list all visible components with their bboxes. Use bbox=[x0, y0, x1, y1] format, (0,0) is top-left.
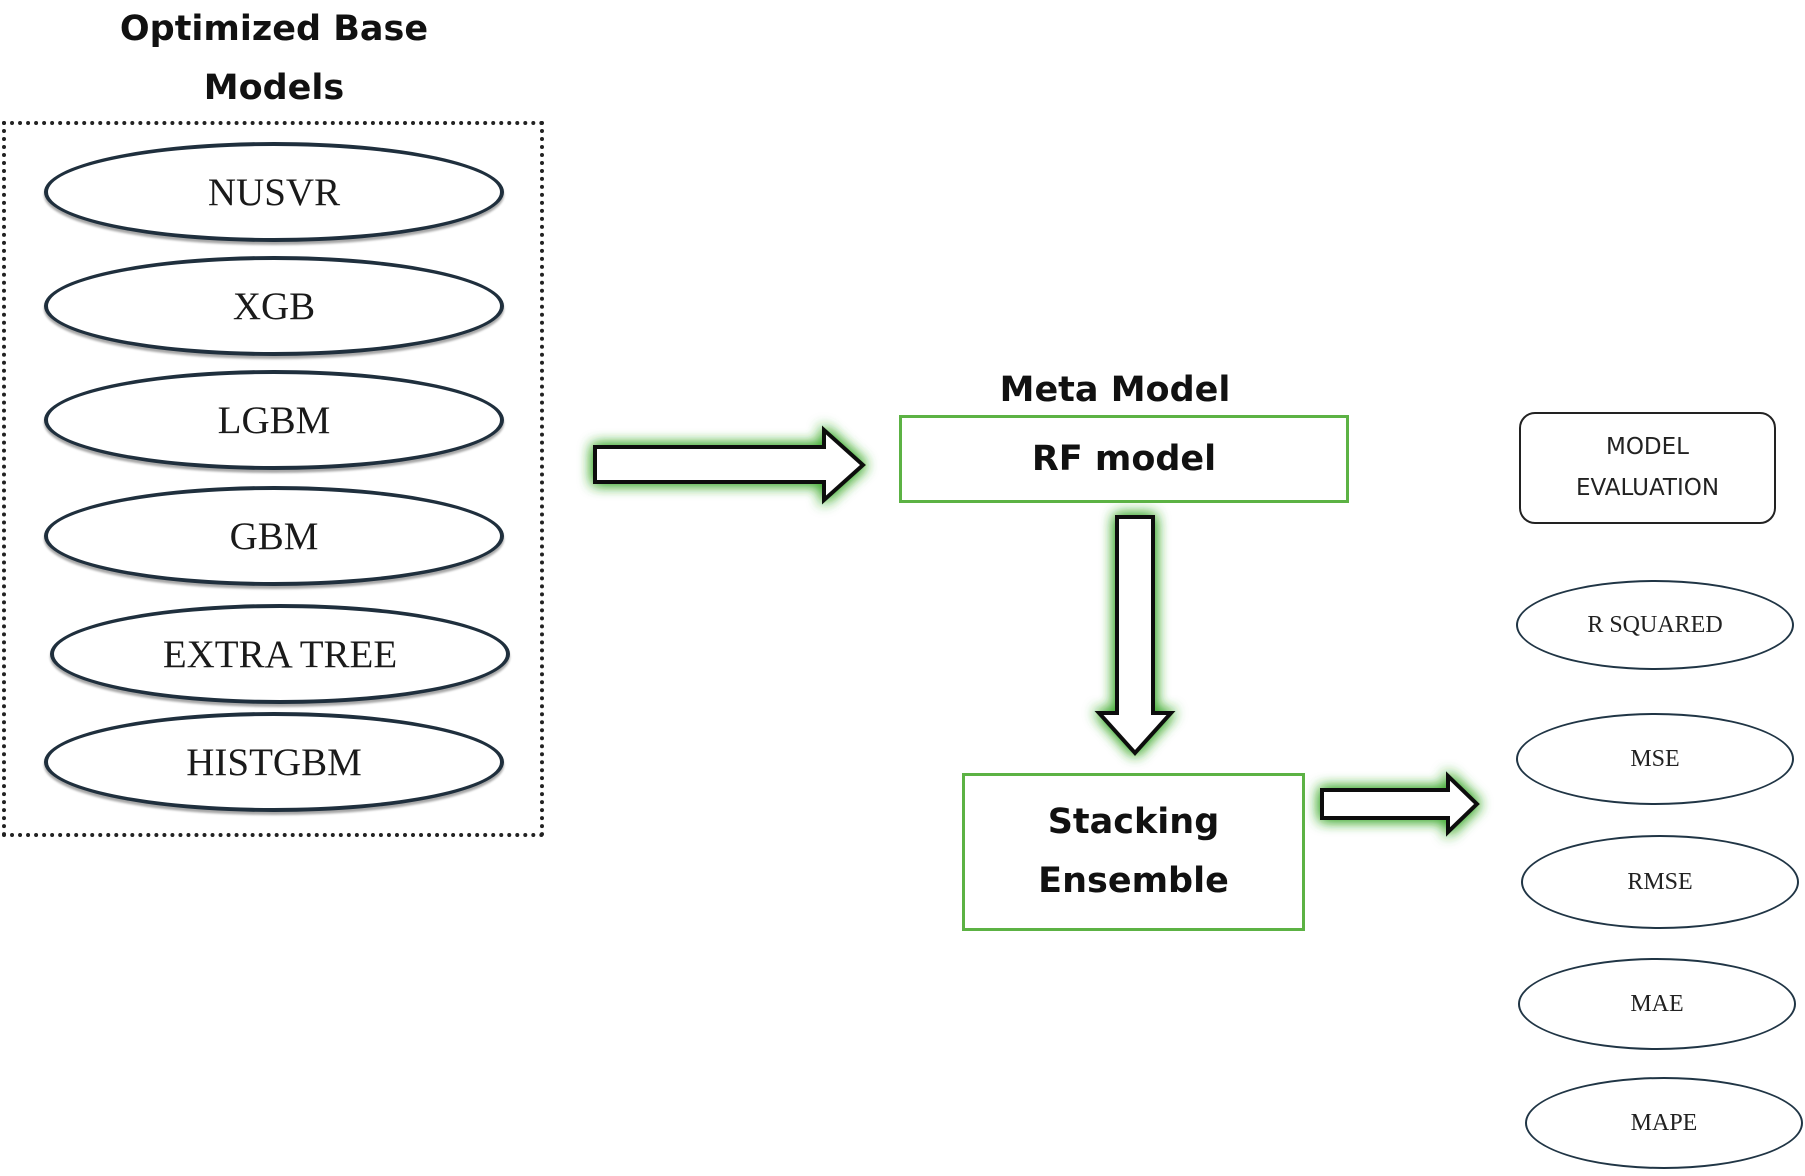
metric-mse: MSE bbox=[1516, 713, 1794, 805]
arrow-to-stacking-ensemble bbox=[1094, 515, 1176, 756]
base-model-extra-tree: EXTRA TREE bbox=[50, 604, 510, 704]
rf-model-box: RF model bbox=[899, 415, 1349, 503]
metric-rmse: RMSE bbox=[1521, 835, 1799, 929]
arrow-to-meta-model bbox=[593, 425, 866, 505]
stacking-ensemble-box: Stacking Ensemble bbox=[962, 773, 1305, 931]
meta-model-title: Meta Model bbox=[999, 370, 1231, 410]
base-models-group bbox=[2, 121, 544, 837]
metric-mape: MAPE bbox=[1525, 1077, 1803, 1169]
base-model-histgbm: HISTGBM bbox=[44, 712, 504, 812]
rf-model-label: RF model bbox=[1031, 439, 1217, 479]
base-model-nusvr: NUSVR bbox=[44, 142, 504, 242]
arrow-to-evaluation bbox=[1320, 771, 1480, 837]
model-evaluation-box: MODEL EVALUATION bbox=[1519, 412, 1776, 524]
metric-r-squared: R SQUARED bbox=[1516, 580, 1794, 670]
stacking-ensemble-label: Stacking Ensemble bbox=[1038, 802, 1229, 901]
base-models-title: Optimized Base Models bbox=[119, 9, 429, 108]
base-model-gbm: GBM bbox=[44, 486, 504, 586]
base-model-lgbm: LGBM bbox=[44, 370, 504, 470]
base-model-xgb: XGB bbox=[44, 256, 504, 356]
metric-mae: MAE bbox=[1518, 958, 1796, 1050]
